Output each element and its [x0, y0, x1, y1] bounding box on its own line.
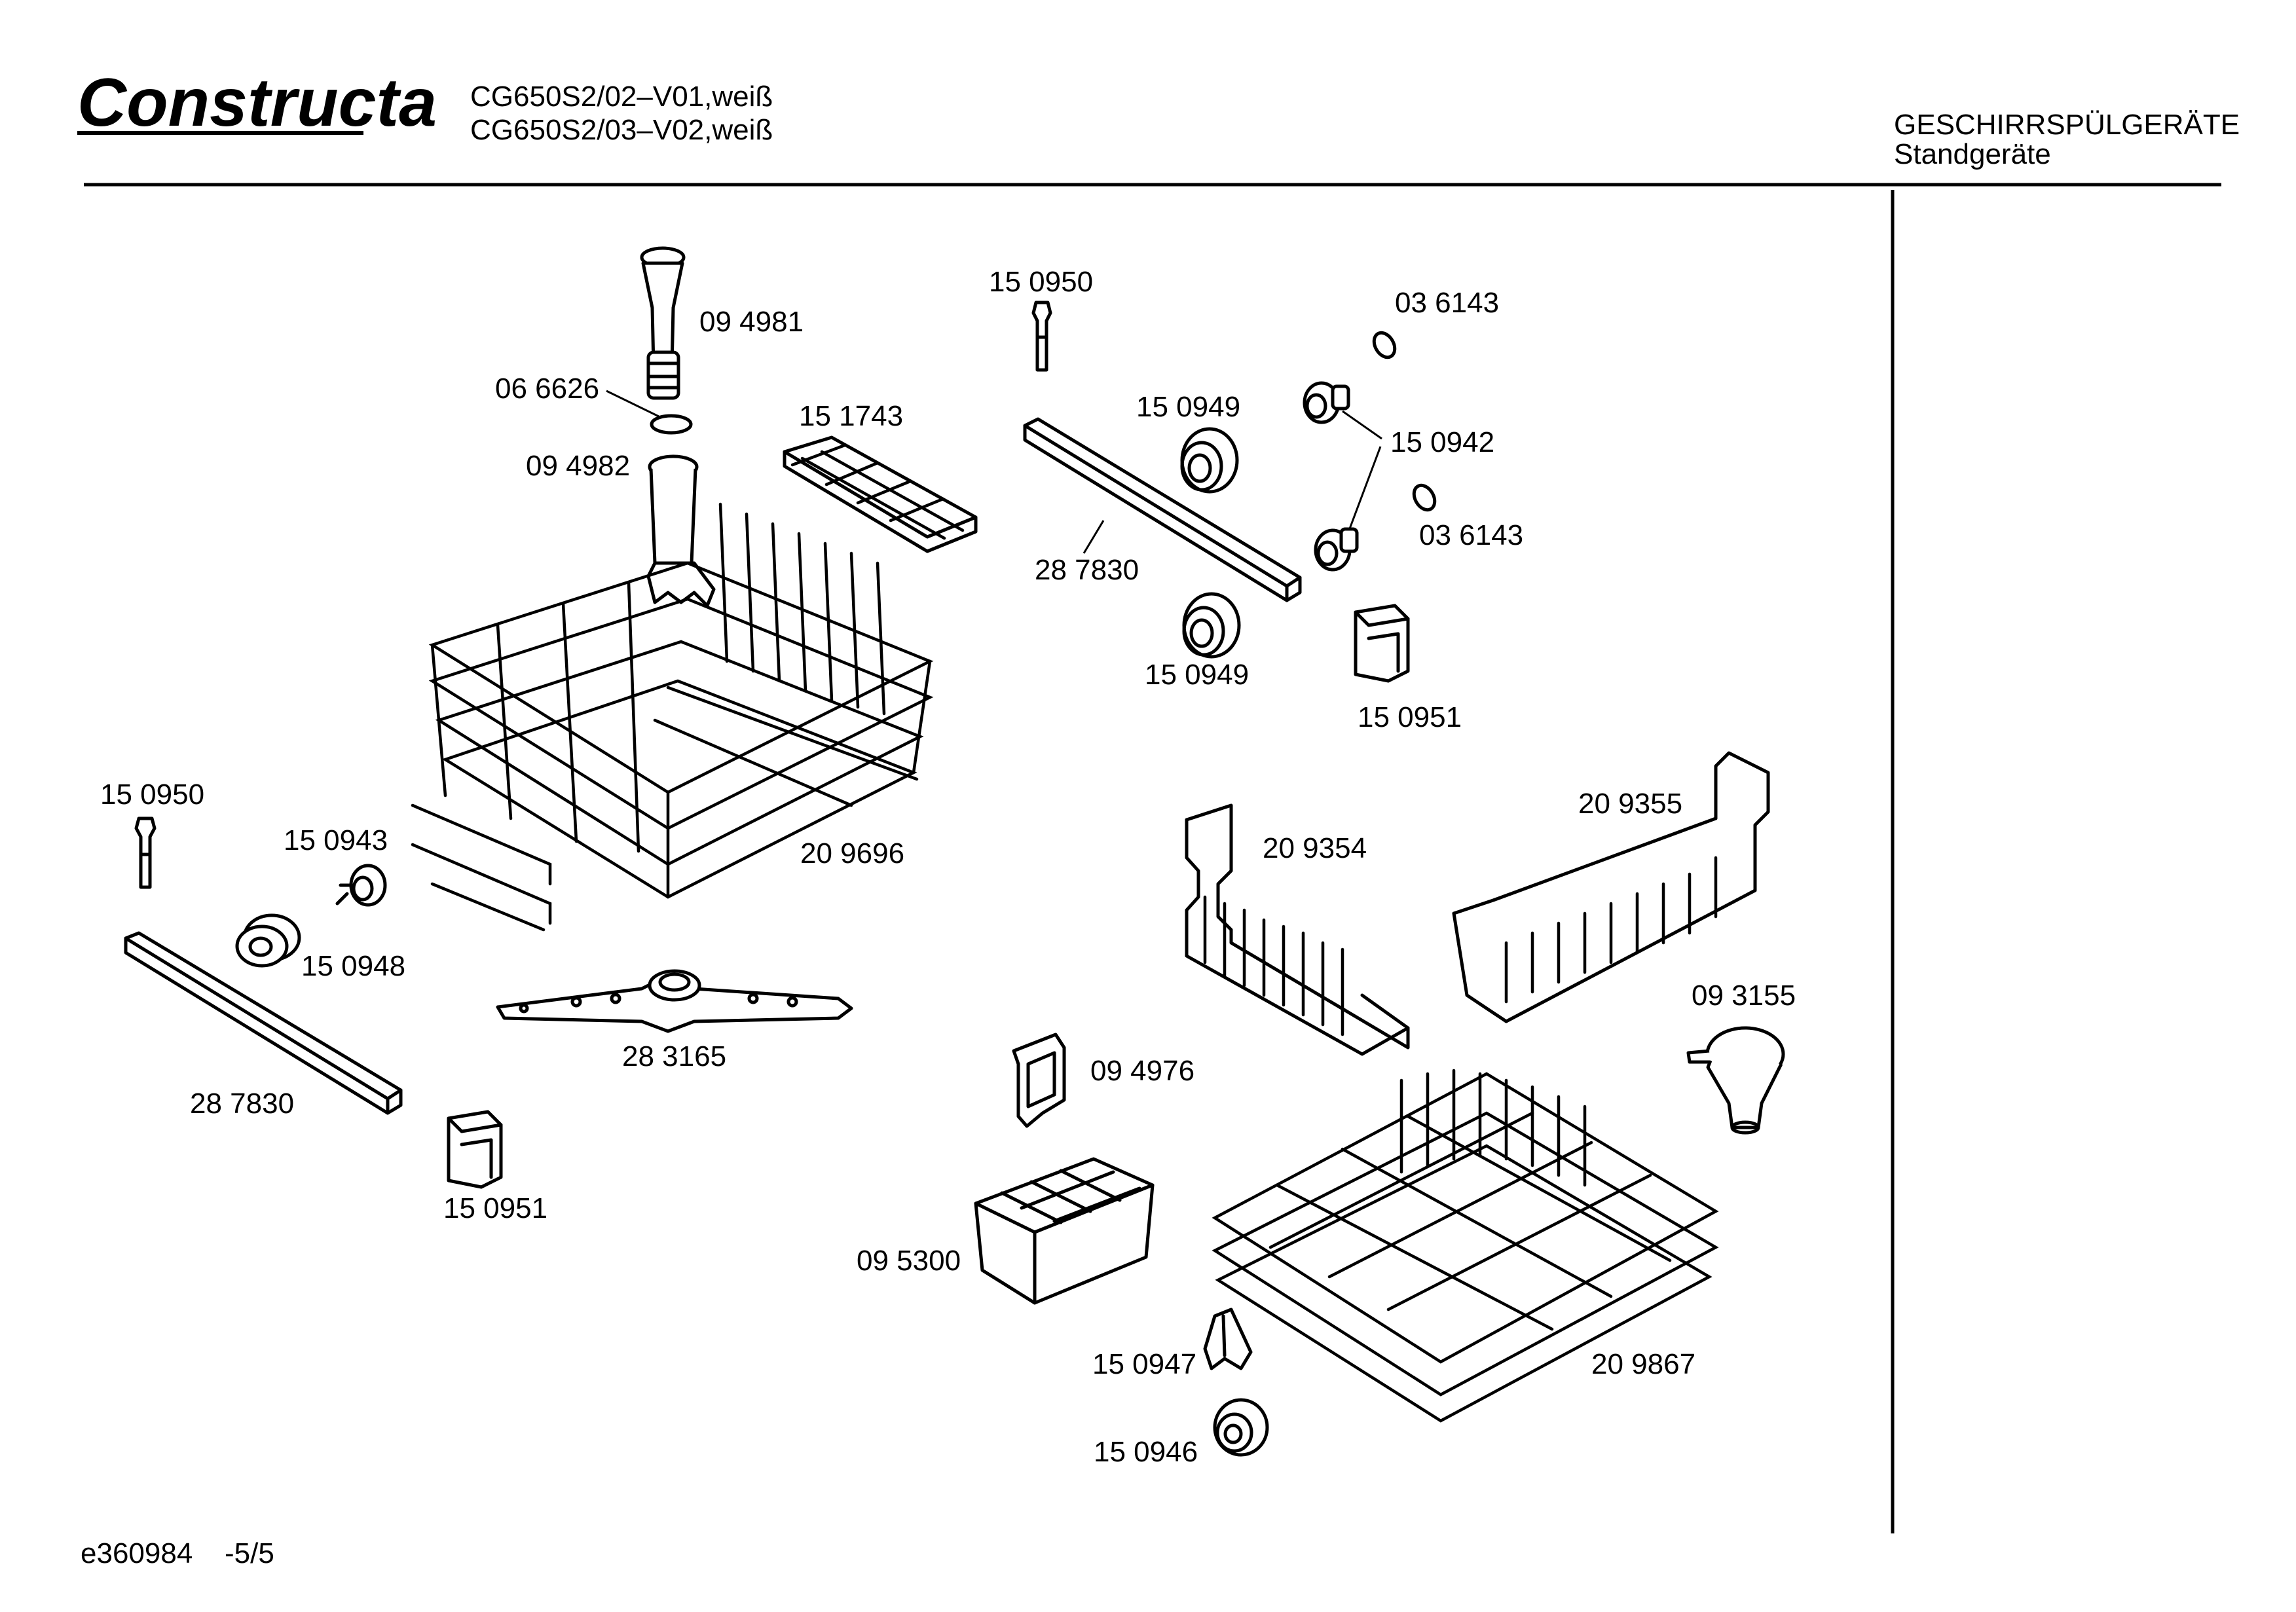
part-number-label: 20 9867 [1591, 1348, 1695, 1380]
o-ring-part [650, 414, 693, 435]
category-title: GESCHIRRSPÜLGERÄTE [1894, 109, 2240, 141]
axle-roller-part-1 [1303, 381, 1350, 424]
wheel-part-150946 [1213, 1398, 1269, 1457]
part-number-label: 09 4976 [1090, 1055, 1194, 1087]
part-number-label: 28 7830 [1035, 554, 1139, 586]
wheel-part-150948 [235, 913, 301, 968]
upper-basket-part [411, 502, 934, 932]
clip-part [1203, 1308, 1253, 1370]
leader-150942-a [1342, 410, 1382, 440]
brand-logo: Constructa [77, 65, 437, 141]
part-number-label: 15 0946 [1094, 1436, 1198, 1468]
part-number-label: 15 0950 [100, 779, 204, 811]
part-number-label: 20 9355 [1578, 788, 1682, 820]
part-number-label: 15 0949 [1136, 391, 1240, 423]
part-number-label: 15 0943 [284, 824, 388, 856]
part-number-label: 28 3165 [622, 1040, 726, 1072]
page-footer: e360984 -5/5 [81, 1537, 274, 1569]
page-header: Constructa CG650S2/02–V01,weiß CG650S2/0… [77, 65, 2240, 170]
pin-part-upper [1031, 301, 1052, 372]
drawing-id: e360984 [81, 1537, 193, 1569]
part-labels: 09 4981 06 6626 09 4982 15 1743 20 9696 … [100, 266, 1796, 1468]
end-cap-part-lower [447, 1110, 503, 1189]
leader-066626 [606, 390, 659, 418]
part-number-label: 15 0942 [1390, 426, 1494, 458]
funnel-part [1686, 1026, 1785, 1135]
part-number-label: 09 4981 [699, 306, 804, 338]
plate-rack-part-209355 [1452, 751, 1770, 1023]
part-number-label: 20 9696 [800, 837, 904, 870]
part-number-label: 15 0951 [1358, 701, 1462, 733]
part-number-label: 15 0950 [989, 266, 1093, 298]
part-number-label: 06 6626 [495, 373, 599, 405]
washer-part-2 [1412, 483, 1437, 512]
spray-arm-part [496, 969, 853, 1033]
lower-basket-part [1212, 1069, 1719, 1423]
leader-150942-b [1348, 446, 1382, 531]
page-number: -5/5 [225, 1537, 274, 1569]
model-line-2: CG650S2/03–V02,weiß [470, 114, 773, 146]
spray-arm-adapter-part [646, 454, 716, 608]
part-number-label: 09 3155 [1692, 980, 1796, 1012]
part-number-label: 15 0948 [301, 950, 405, 982]
category-subtitle: Standgeräte [1894, 138, 2051, 170]
part-number-label: 15 1743 [799, 400, 903, 432]
part-number-label: 09 4982 [526, 450, 630, 482]
part-number-label: 15 0951 [443, 1192, 547, 1224]
model-line-1: CG650S2/02–V01,weiß [470, 81, 773, 113]
leader-287830-upper [1083, 520, 1105, 554]
wheel-part-150943 [335, 864, 387, 907]
roller-part-2 [1182, 592, 1241, 659]
pin-part-left [134, 816, 157, 889]
end-cap-part-upper [1354, 604, 1410, 683]
part-number-label: 03 6143 [1395, 287, 1499, 319]
part-number-label: 15 0949 [1145, 659, 1249, 691]
roller-part-1 [1180, 427, 1239, 494]
washer-part-1 [1372, 331, 1397, 359]
part-number-label: 28 7830 [190, 1088, 294, 1120]
spray-tube-part [640, 246, 686, 400]
part-number-label: 09 5300 [857, 1245, 961, 1277]
rail-part-upper [1023, 417, 1302, 602]
plate-rack-part-209354 [1185, 803, 1410, 1056]
cup-rack-insert-part [783, 435, 978, 553]
part-number-label: 03 6143 [1419, 519, 1523, 551]
rail-part-lower [124, 931, 403, 1115]
cutlery-basket-part [974, 1157, 1155, 1305]
part-number-label: 15 0947 [1092, 1348, 1196, 1380]
axle-roller-part-2 [1314, 527, 1359, 572]
bracket-part [1012, 1033, 1066, 1128]
part-number-label: 20 9354 [1263, 832, 1367, 864]
